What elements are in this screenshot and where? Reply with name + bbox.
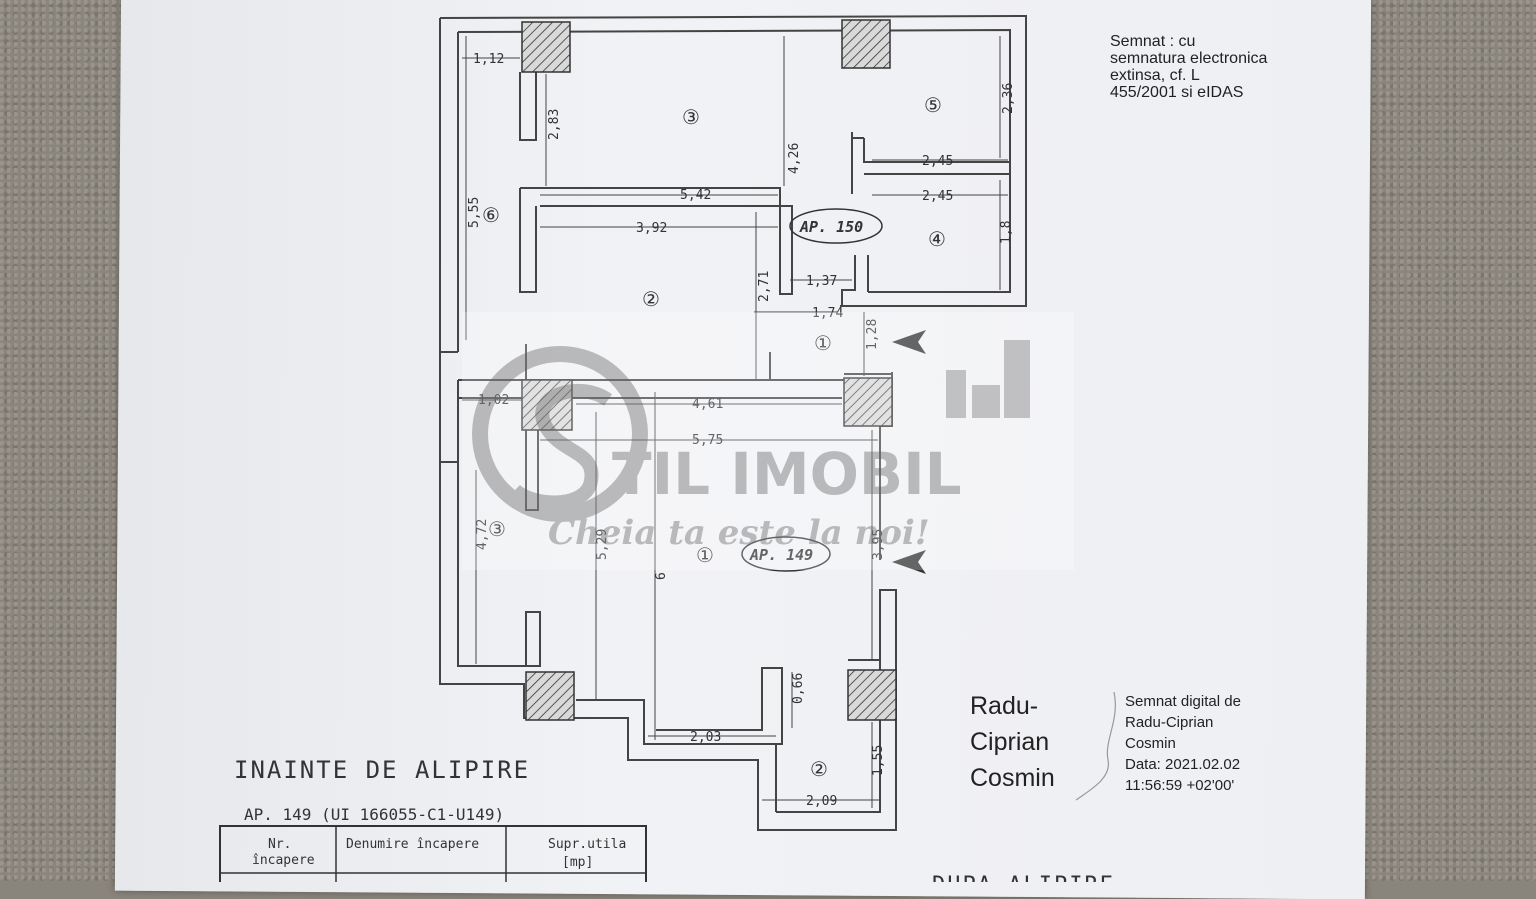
svg-text:Radu-Ciprian: Radu-Ciprian xyxy=(1125,714,1213,731)
svg-text:Ciprian: Ciprian xyxy=(970,728,1049,756)
building-icon xyxy=(946,340,1030,418)
ap150-dimension-labels: 1,12 2,83 4,26 2,36 2,45 5,42 2,45 5,55 … xyxy=(467,52,1016,350)
svg-text:Semnat : cu: Semnat : cu xyxy=(1110,33,1195,50)
svg-text:4,61: 4,61 xyxy=(692,397,723,412)
svg-text:Supr.utila: Supr.utila xyxy=(548,837,626,852)
watermark-brand: TIL IMOBIL xyxy=(612,440,962,508)
room-table: Nr. încapere Denumire încapere Supr.util… xyxy=(219,825,647,882)
svg-text:②: ② xyxy=(642,287,660,311)
signature-scribble xyxy=(1075,691,1116,801)
ap150-label: AP. 150 xyxy=(799,218,863,236)
svg-text:Semnat digital de: Semnat digital de xyxy=(1125,693,1241,710)
svg-text:11:56:59 +02'00': 11:56:59 +02'00' xyxy=(1125,777,1234,794)
svg-text:4,26: 4,26 xyxy=(787,143,802,174)
ap149-dimension-lines xyxy=(462,392,880,808)
svg-text:2,71: 2,71 xyxy=(757,271,772,302)
svg-text:⑤: ⑤ xyxy=(924,93,942,117)
digital-signature: Radu- Ciprian Cosmin Semnat digital de R… xyxy=(970,691,1241,801)
svg-text:extinsa, cf. L: extinsa, cf. L xyxy=(1110,67,1200,84)
footer-cut-text: DUPA ALIPIRE xyxy=(932,873,1115,882)
svg-text:4,72: 4,72 xyxy=(475,519,490,550)
svg-text:1,37: 1,37 xyxy=(806,274,837,289)
ap149-room-numbers: ③ ① ② xyxy=(488,517,828,781)
svg-text:5,55: 5,55 xyxy=(467,197,482,228)
svg-text:2,09: 2,09 xyxy=(806,794,837,809)
svg-text:Denumire încapere: Denumire încapere xyxy=(346,837,479,852)
svg-text:2,36: 2,36 xyxy=(1001,83,1016,114)
svg-text:0,66: 0,66 xyxy=(791,673,806,704)
svg-text:Cosmin: Cosmin xyxy=(970,764,1055,792)
apartment-reference: AP. 149 (UI 166055-C1-U149) xyxy=(244,805,504,824)
ap149-label-ellipse xyxy=(741,536,831,572)
ap150-room-numbers: ③ ⑤ ⑥ ④ ② ① xyxy=(482,93,946,355)
watermark-tagline: Cheia ta este la noi! xyxy=(548,513,930,553)
ap150-walls xyxy=(439,14,1027,380)
svg-text:①: ① xyxy=(696,543,714,567)
svg-text:5,42: 5,42 xyxy=(680,188,711,203)
column-hatch xyxy=(841,19,891,69)
svg-text:Nr.: Nr. xyxy=(268,837,291,852)
column-hatch xyxy=(847,669,897,721)
svg-text:②: ② xyxy=(810,757,828,781)
entrance-arrow-icon xyxy=(892,330,926,354)
svg-text:2,03: 2,03 xyxy=(690,730,721,745)
section-title: INAINTE DE ALIPIRE xyxy=(234,756,530,784)
ap150-label-ellipse xyxy=(789,208,883,244)
svg-text:455/2001 si eIDAS: 455/2001 si eIDAS xyxy=(1110,84,1243,101)
svg-text:1,55: 1,55 xyxy=(871,745,886,776)
svg-text:5,29: 5,29 xyxy=(595,529,610,560)
svg-text:încapere: încapere xyxy=(252,853,315,868)
column-hatch xyxy=(843,377,893,427)
svg-text:③: ③ xyxy=(682,105,700,129)
svg-text:[mp]: [mp] xyxy=(562,855,593,870)
ap149-label: AP. 149 xyxy=(749,546,813,564)
column-hatch xyxy=(525,671,575,721)
svg-text:2,45: 2,45 xyxy=(922,189,953,204)
ap150-dimension-lines xyxy=(462,36,1008,380)
svg-text:5,75: 5,75 xyxy=(692,433,723,448)
header-signature: Semnat : cu semnatura electronica extins… xyxy=(1110,33,1268,101)
svg-text:④: ④ xyxy=(928,227,946,251)
svg-text:Cosmin: Cosmin xyxy=(1125,735,1176,752)
svg-text:Data: 2021.02.02: Data: 2021.02.02 xyxy=(1125,756,1240,773)
svg-text:Radu-: Radu- xyxy=(970,692,1038,720)
svg-text:⑥: ⑥ xyxy=(482,203,500,227)
svg-text:1,74: 1,74 xyxy=(812,306,843,321)
svg-text:1,12: 1,12 xyxy=(473,52,504,67)
svg-text:1,8: 1,8 xyxy=(999,221,1014,244)
column-hatch xyxy=(521,21,571,73)
svg-text:semnatura electronica: semnatura electronica xyxy=(1110,50,1268,67)
table-header: Nr. încapere Denumire încapere Supr.util… xyxy=(252,837,626,870)
svg-text:2,83: 2,83 xyxy=(547,109,562,140)
svg-text:6: 6 xyxy=(654,572,669,580)
entrance-arrow-icon xyxy=(892,550,926,574)
svg-text:3,92: 3,92 xyxy=(636,221,667,236)
watermark: TIL IMOBIL Cheia ta este la noi! xyxy=(462,312,1074,570)
svg-text:1,28: 1,28 xyxy=(865,319,880,350)
svg-text:③: ③ xyxy=(488,517,506,541)
svg-text:2,45: 2,45 xyxy=(922,154,953,169)
svg-text:①: ① xyxy=(814,331,832,355)
svg-text:3,95: 3,95 xyxy=(871,529,886,560)
